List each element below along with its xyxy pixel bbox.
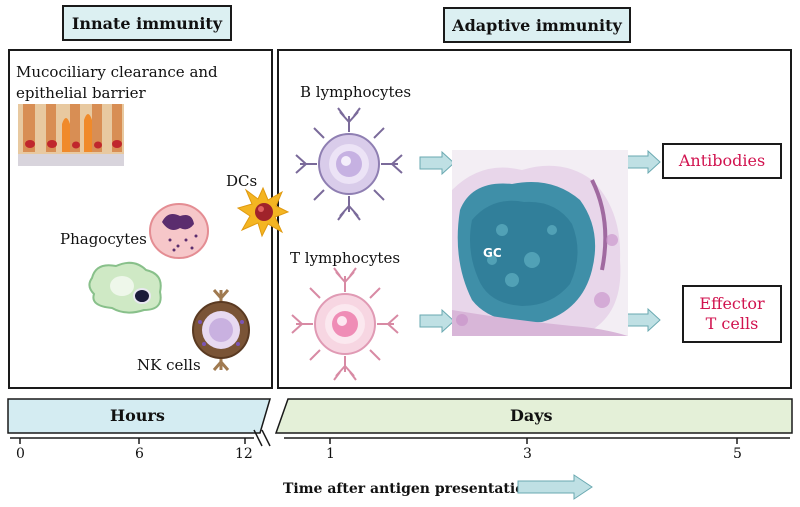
germinal-center-histology-image xyxy=(452,150,628,336)
days-label: Days xyxy=(510,406,553,425)
day-tick-5: 5 xyxy=(733,446,742,462)
axis-title: Time after antigen presentation xyxy=(283,481,535,497)
t-lymphocytes-label: T lymphocytes xyxy=(290,249,401,267)
hour-tick-0: 0 xyxy=(16,446,25,462)
effector-t-cells-box: Effector T cells xyxy=(682,285,782,343)
hours-label: Hours xyxy=(110,406,165,425)
phagocytes-label: Phagocytes xyxy=(60,230,147,248)
mucociliary-label-line2: epithelial barrier xyxy=(16,84,146,102)
effector-label-line2: T cells xyxy=(705,314,759,333)
gc-label: GC xyxy=(483,246,502,260)
nk-cells-label: NK cells xyxy=(137,356,201,374)
neutrophil-cell-icon xyxy=(149,203,209,259)
b-cell-arrow-icon xyxy=(419,150,455,176)
effector-arrow-icon xyxy=(625,307,661,333)
hour-tick-6: 6 xyxy=(135,446,144,462)
day-tick-3: 3 xyxy=(523,446,532,462)
antibodies-arrow-icon xyxy=(625,149,661,175)
days-bar xyxy=(274,398,793,434)
time-axis xyxy=(10,429,790,447)
effector-label-line1: Effector xyxy=(699,294,765,313)
epithelium-illustration xyxy=(18,104,124,166)
antibodies-label: Antibodies xyxy=(678,151,766,170)
b-lymphocytes-label: B lymphocytes xyxy=(300,83,412,101)
antibodies-box: Antibodies xyxy=(662,143,782,179)
t-cell-arrow-icon xyxy=(419,308,455,334)
hour-tick-12: 12 xyxy=(235,446,253,462)
t-lymphocyte-icon xyxy=(291,267,399,381)
dendritic-cell-icon xyxy=(236,186,290,238)
b-lymphocyte-icon xyxy=(295,107,403,221)
innate-immunity-header: Innate immunity xyxy=(62,5,232,41)
mucociliary-label-line1: Mucociliary clearance and xyxy=(16,63,218,81)
day-tick-1: 1 xyxy=(326,446,335,462)
innate-immunity-title: Innate immunity xyxy=(71,13,223,33)
axis-title-arrow-icon xyxy=(517,474,593,500)
adaptive-panel xyxy=(277,49,792,389)
adaptive-immunity-header: Adaptive immunity xyxy=(443,7,631,43)
nk-cell-icon xyxy=(192,289,250,371)
macrophage-cell-icon xyxy=(88,261,162,314)
dcs-label: DCs xyxy=(226,172,258,190)
adaptive-immunity-title: Adaptive immunity xyxy=(452,15,622,35)
hours-bar xyxy=(7,398,272,434)
